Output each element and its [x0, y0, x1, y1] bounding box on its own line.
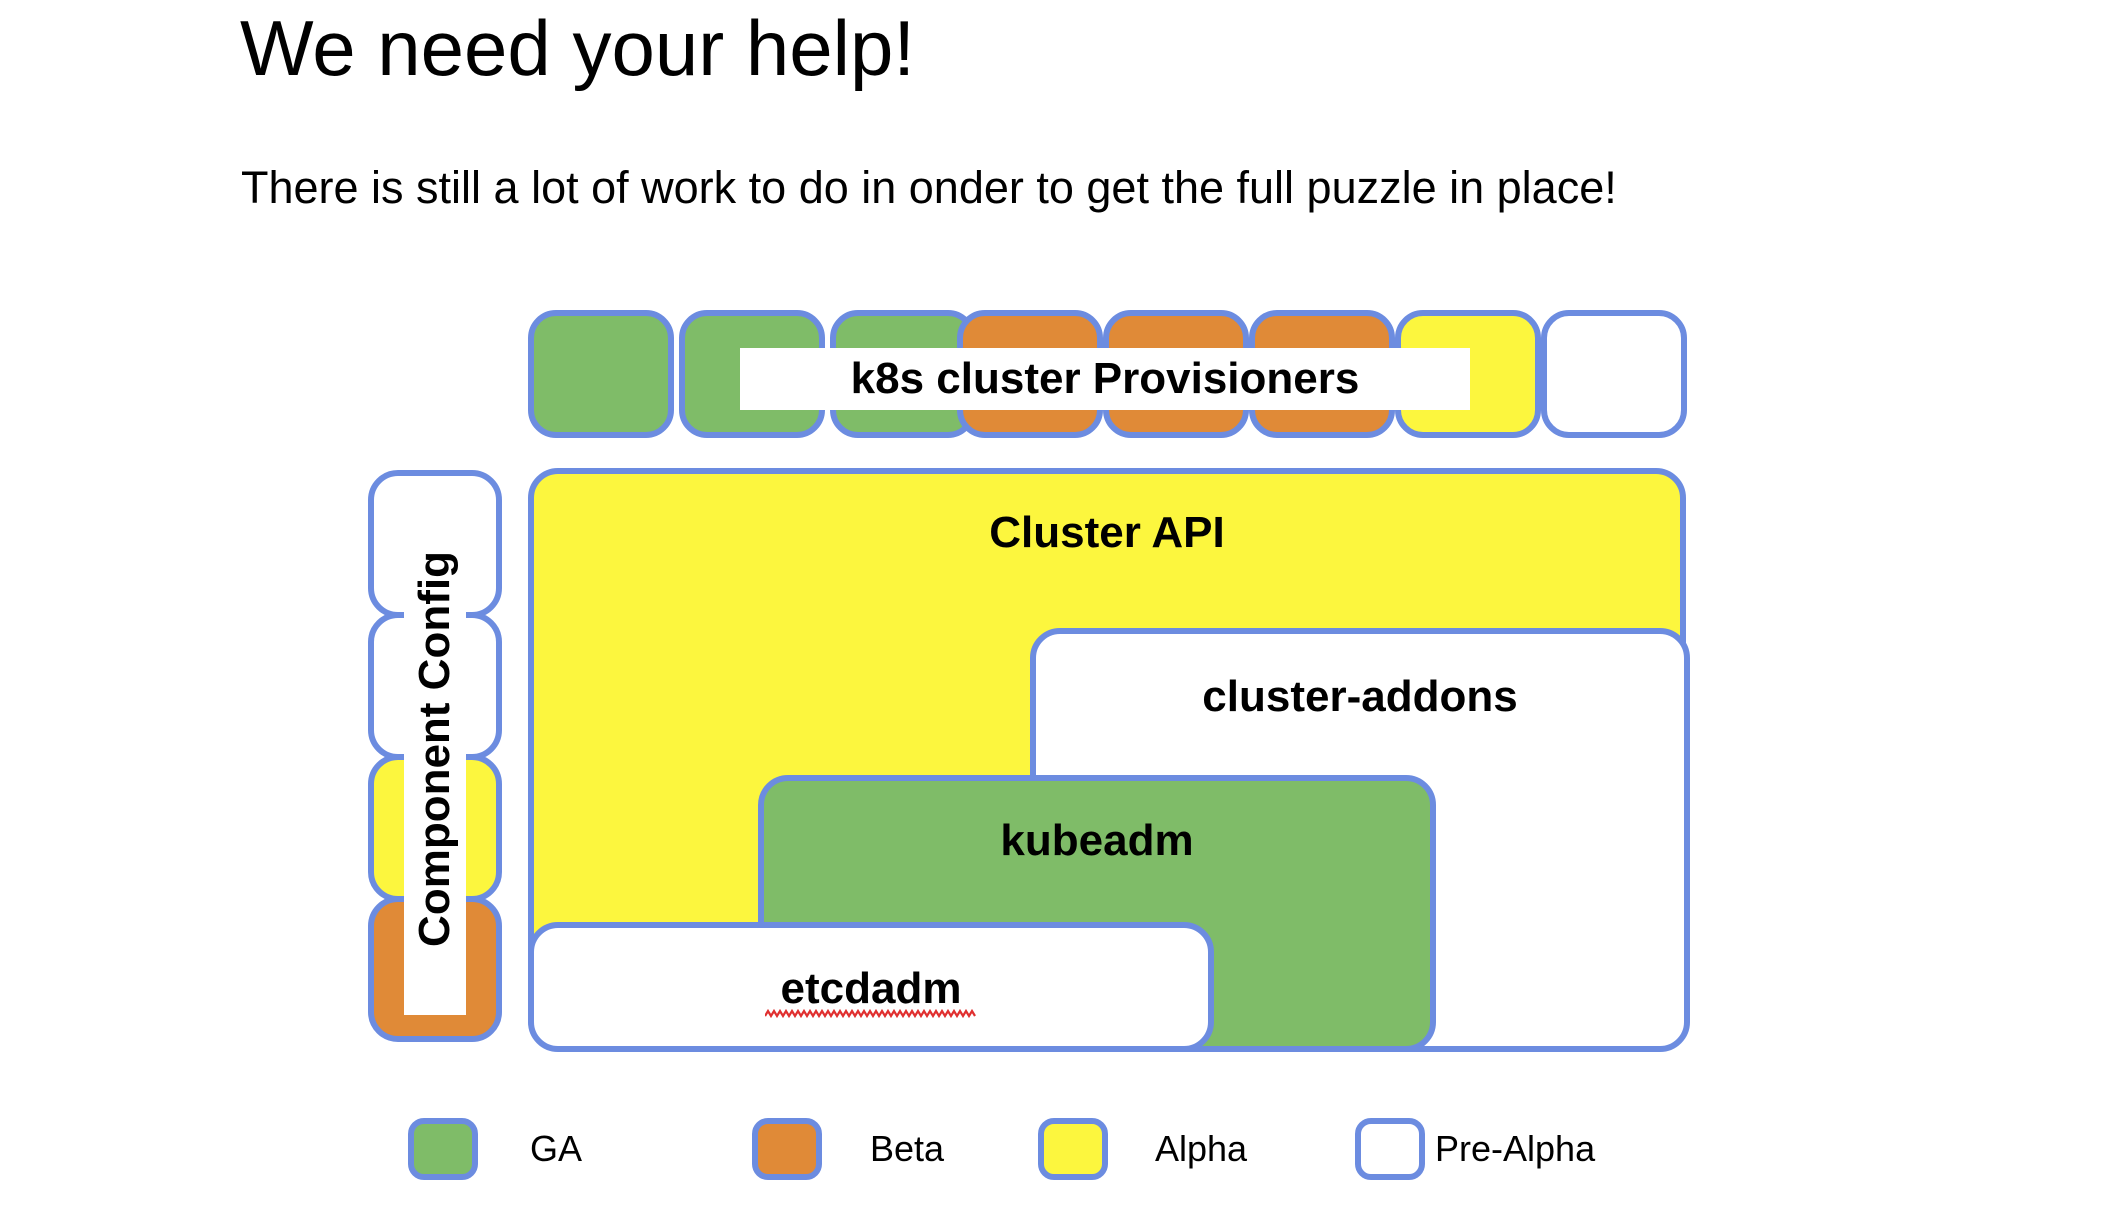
legend-swatch-ga: [408, 1118, 478, 1180]
component-config-label: Component Config: [404, 483, 466, 1015]
box-cluster-api-label: Cluster API: [989, 508, 1225, 557]
provisioner-row-label: k8s cluster Provisioners: [740, 348, 1470, 410]
page-title: We need your help!: [240, 4, 915, 92]
box-etcdadm: [528, 922, 1214, 1052]
provisioner-box-8: [1541, 310, 1687, 438]
legend-label-ga: GA: [530, 1128, 583, 1169]
legend-swatch-alpha: [1038, 1118, 1108, 1180]
box-kubeadm-label: kubeadm: [1000, 816, 1194, 865]
legend-label-prealpha: Pre-Alpha: [1435, 1128, 1596, 1169]
component-config-label-text: Component Config: [410, 551, 460, 947]
page-subtitle: There is still a lot of work to do in on…: [241, 162, 1617, 213]
provisioner-box-1: [528, 310, 674, 438]
legend-label-beta: Beta: [870, 1128, 945, 1169]
box-etcdadm-label: etcdadm: [780, 964, 962, 1013]
spellcheck-squiggle-icon: [765, 1009, 976, 1018]
legend-label-alpha: Alpha: [1155, 1128, 1248, 1169]
legend-swatch-prealpha: [1355, 1118, 1425, 1180]
box-cluster-addons-label: cluster-addons: [1202, 672, 1518, 721]
legend-swatch-beta: [752, 1118, 822, 1180]
